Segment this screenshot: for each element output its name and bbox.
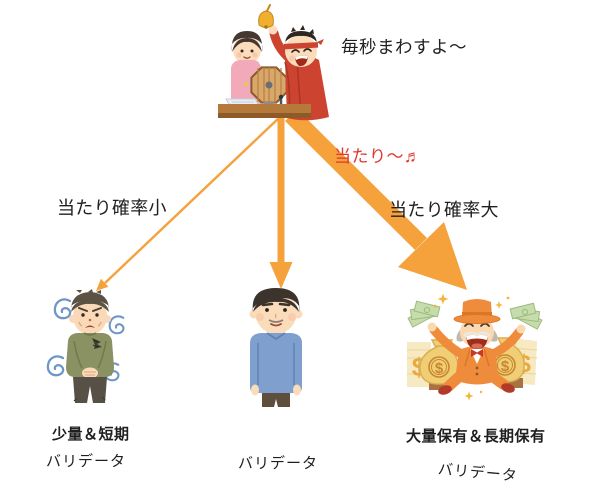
lottery-spinners-illustration <box>211 4 343 122</box>
sparkle-icon <box>495 301 503 309</box>
sparkle-icon <box>464 391 474 401</box>
sparkle-icon <box>437 293 449 305</box>
svg-text:$: $ <box>501 358 510 375</box>
svg-text:$: $ <box>435 360 444 377</box>
validator-label: バリデータ <box>238 455 319 472</box>
medium-arrow <box>269 114 293 289</box>
validator-label: バリデータ <box>437 461 519 485</box>
validator-title-large-long: 大量保有＆長期保有 <box>406 428 546 445</box>
bow-tie-icon <box>471 349 483 357</box>
spinner-man <box>258 4 329 121</box>
lottery-spinners-svg <box>218 4 329 121</box>
money-bag-icon: $ <box>419 339 459 385</box>
left-arrow-label: 当たり確率小 <box>57 198 167 218</box>
shiver-mark-icon <box>46 355 65 377</box>
rich-man-illustration: $ $ $ $ <box>405 292 550 404</box>
win-note-text: 当たり〜♬ <box>334 147 422 166</box>
right-arrow-label: 当たり確率大 <box>389 200 499 220</box>
validator-label: バリデータ <box>46 453 127 470</box>
spinner-caption: 毎秒まわすよ〜 <box>341 37 467 57</box>
ordinary-man-illustration <box>246 286 306 408</box>
table <box>218 98 311 118</box>
shiver-mark-icon <box>108 315 125 335</box>
ordinary-man-svg <box>249 288 303 407</box>
money-fan-icon <box>509 302 543 330</box>
rich-man-svg: $ $ $ $ <box>407 293 543 401</box>
shiver-mark-icon <box>53 298 72 320</box>
gold-bell-icon <box>258 4 274 29</box>
validator-title-small-short: 少量＆短期 <box>52 426 130 443</box>
top-hat-icon <box>453 299 501 324</box>
shivering-man-illustration <box>44 288 126 404</box>
money-fan-icon <box>407 300 441 328</box>
shivering-man-svg <box>46 289 125 403</box>
